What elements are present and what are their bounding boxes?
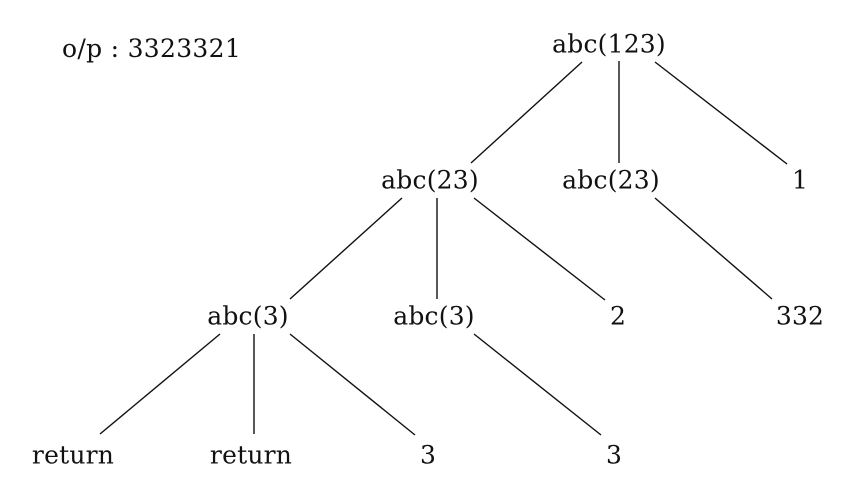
tree-node-l1a: abc(23) (381, 165, 479, 195)
tree-edge (473, 333, 602, 436)
tree-node-l2c: 2 (609, 301, 627, 331)
tree-node-l3a: return (31, 440, 115, 470)
tree-node-l2b: abc(3) (393, 301, 475, 331)
tree-node-l3b: return (209, 440, 293, 470)
tree-edge (289, 197, 403, 300)
tree-node-l1c: 1 (791, 165, 809, 195)
tree-node-root: abc(123) (552, 29, 666, 59)
tree-edge (99, 333, 221, 435)
tree-node-l2a: abc(3) (207, 301, 289, 331)
tree-edge (654, 197, 773, 300)
tree-node-l3d: 3 (605, 440, 623, 470)
tree-node-l1b: abc(23) (562, 165, 660, 195)
tree-edge (470, 61, 583, 164)
tree-edge (654, 61, 788, 165)
tree-edge (289, 333, 416, 436)
output-caption-text: o/p : 3323321 (62, 34, 242, 63)
tree-edge (473, 197, 606, 301)
tree-node-l3c: 3 (419, 440, 437, 470)
tree-node-l2d: 332 (775, 301, 825, 331)
